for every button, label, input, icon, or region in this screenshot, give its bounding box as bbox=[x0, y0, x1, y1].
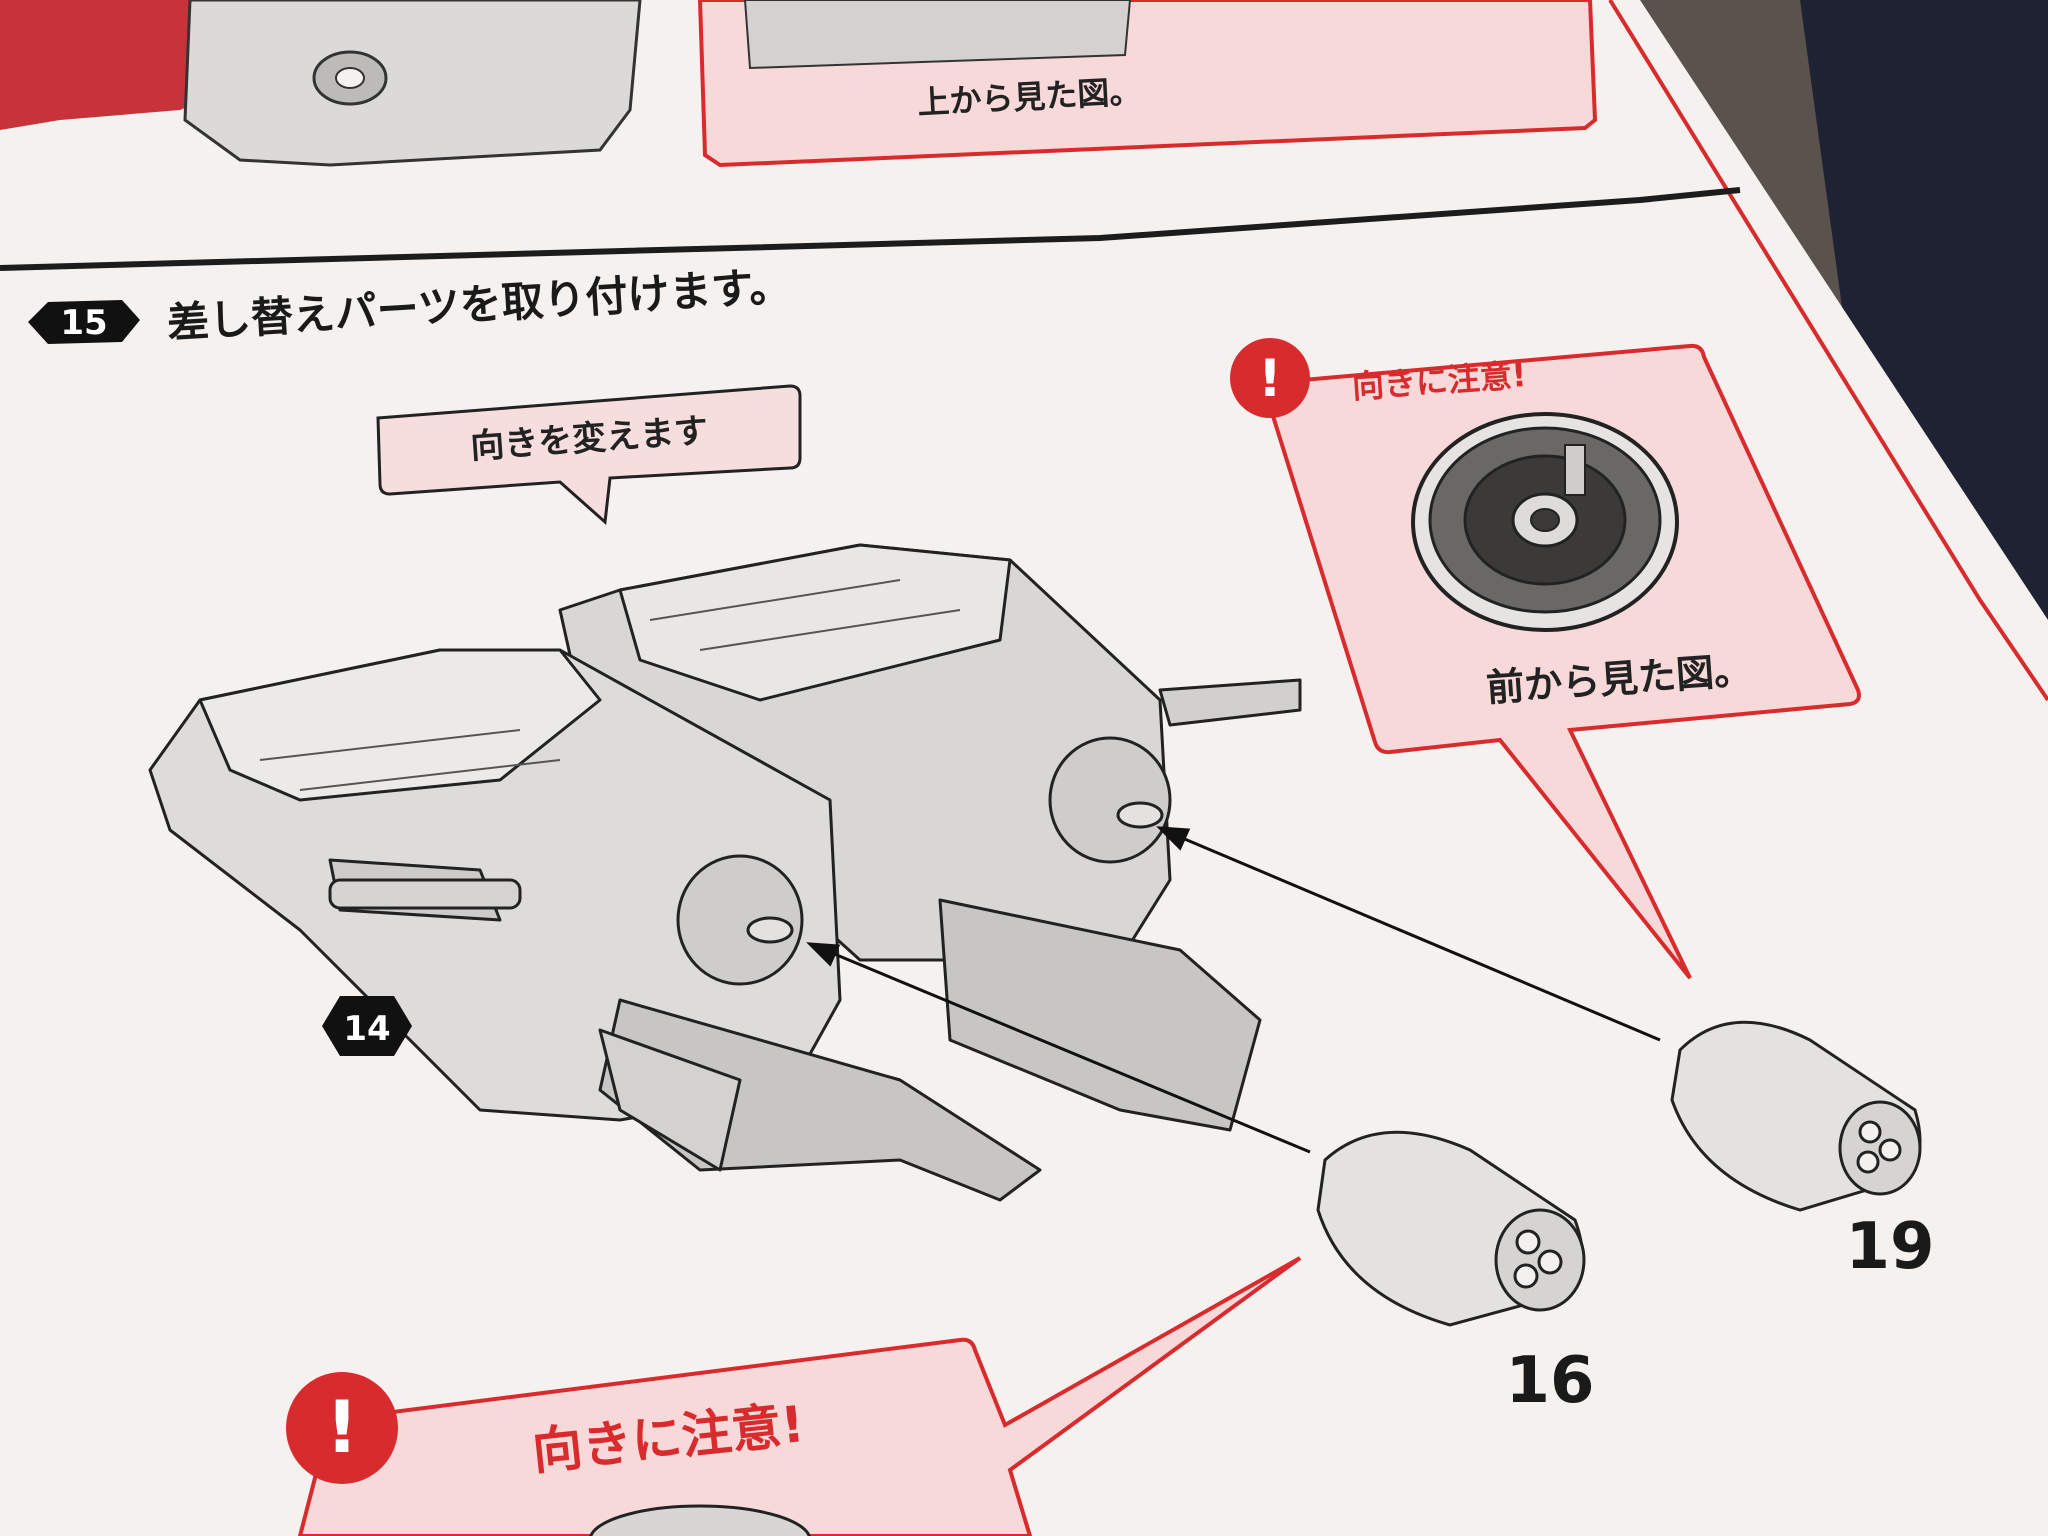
step-number-badge bbox=[28, 300, 140, 344]
svg-text:!: ! bbox=[1258, 349, 1282, 409]
top-part-illustration bbox=[183, 0, 642, 167]
part-14-badge: 14 bbox=[322, 996, 412, 1056]
nozzle-part-19 bbox=[1670, 1020, 1922, 1212]
svg-text:!: ! bbox=[326, 1385, 359, 1469]
page-edge-red-rule bbox=[1608, 0, 2048, 702]
part-16-label: 16 bbox=[1505, 1344, 1594, 1418]
orientation-change-callout: 向きを変えます bbox=[376, 384, 802, 526]
speech-bubble bbox=[376, 384, 802, 526]
top-view-illustration bbox=[743, 0, 1132, 70]
part-19-label: 19 bbox=[1845, 1210, 1934, 1284]
assembly-illustration bbox=[148, 543, 1302, 1202]
part-14-label: 14 bbox=[343, 1009, 390, 1049]
caution-callout-right: ! 向きに注意! 前から見た図。 bbox=[1230, 338, 1861, 980]
step-number: 15 bbox=[60, 303, 107, 343]
caution-callout-bottom: ! 向きに注意! bbox=[286, 1256, 1302, 1536]
nozzle-part-16 bbox=[1316, 1130, 1586, 1327]
warning-icon bbox=[1230, 338, 1310, 418]
previous-step-area: 上から見た図。 bbox=[0, 0, 1598, 168]
warning-icon-bottom bbox=[286, 1372, 398, 1484]
assembly-arrows bbox=[806, 826, 1661, 1154]
front-view-illustration-bottom bbox=[589, 1504, 811, 1536]
caution-box-bottom bbox=[297, 1256, 1302, 1536]
step-divider bbox=[0, 187, 1741, 271]
